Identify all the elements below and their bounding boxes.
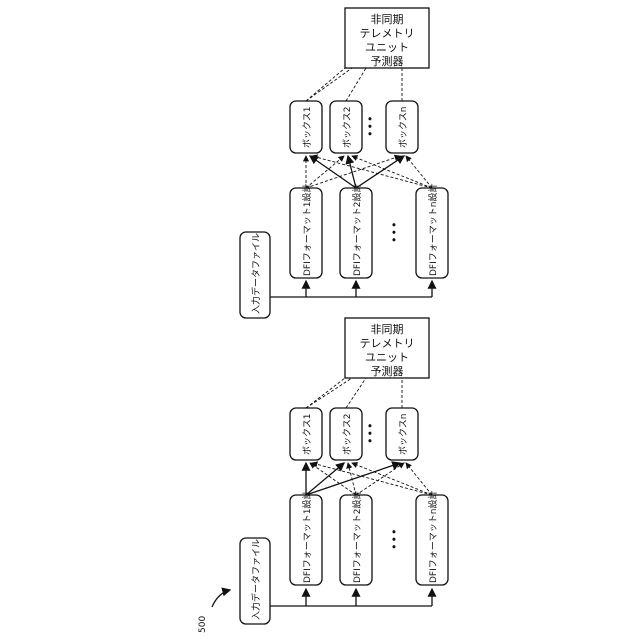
input-data-file-label-upper: 入力データファイル	[250, 233, 262, 314]
d2-b1-link	[310, 463, 356, 495]
box-label-1: ボックス1	[302, 414, 313, 455]
input-data-file-label: 入力データファイル	[250, 539, 262, 620]
box-ellipsis: •••	[364, 422, 377, 444]
box1-predictor-link-b-upper	[306, 68, 345, 101]
design-label-n: DFIフォーマットn設計	[427, 491, 439, 583]
diagram-lower: 入力データファイル DFIフォーマット1設計 DFIフォーマット2設計 DFIフ…	[240, 318, 448, 624]
design-ellipsis: •••	[388, 528, 401, 550]
box-label-2: ボックス2	[342, 414, 353, 455]
dn-bn-link	[406, 463, 432, 495]
d2-bn-link	[356, 463, 404, 495]
box1-predictor-link-upper	[306, 68, 352, 101]
figure-ref: 500	[198, 590, 230, 633]
dn-b1-link-upper	[312, 156, 432, 188]
figure-number: 500	[198, 616, 208, 633]
design-ellipsis-upper: •••	[388, 221, 401, 243]
d1-bn-link-upper	[306, 156, 400, 188]
dn-bn-link-upper	[406, 156, 432, 188]
box2-predictor-link	[346, 378, 366, 408]
dn-b1-link	[312, 463, 432, 495]
design-label-1: DFIフォーマット1設計	[301, 491, 313, 584]
design-label-2-upper: DFIフォーマット2設計	[351, 184, 363, 277]
predictor-line-3: ユニット	[365, 351, 409, 364]
predictor-line-2: テレメトリ	[360, 337, 415, 350]
d1-bn-link	[306, 463, 400, 495]
box-ellipsis-upper: •••	[364, 115, 377, 137]
predictor-line-1-upper: 非同期	[371, 13, 404, 26]
diagram-upper: 入力データファイル DFIフォーマット1設計 DFIフォーマット2設計 DFIフ…	[240, 8, 448, 318]
box1-predictor-link-b	[306, 378, 345, 408]
design-label-1-upper: DFIフォーマット1設計	[301, 184, 313, 277]
design-label-n-upper: DFIフォーマットn設計	[427, 184, 439, 276]
box1-predictor-link	[306, 378, 352, 408]
predictor-line-4-upper: 予測器	[371, 54, 404, 68]
figure-ref-pointer	[212, 590, 230, 607]
predictor-line-2-upper: テレメトリ	[360, 27, 415, 40]
dn-b2-link	[352, 463, 432, 495]
predictor-line-4: 予測器	[371, 364, 404, 378]
box2-predictor-link-upper	[346, 68, 366, 101]
d1-b2-link-upper	[306, 156, 344, 188]
box-label-1-upper: ボックス1	[302, 107, 313, 148]
d2-bn-link-upper	[356, 156, 404, 188]
d1-b2-link	[306, 463, 344, 495]
box-label-n: ボックスn	[398, 414, 409, 455]
predictor-line-1: 非同期	[371, 323, 404, 336]
box-label-2-upper: ボックス2	[342, 107, 353, 148]
box-label-n-upper: ボックスn	[398, 107, 409, 148]
predictor-line-3-upper: ユニット	[365, 41, 409, 54]
design-label-2: DFIフォーマット2設計	[351, 491, 363, 584]
